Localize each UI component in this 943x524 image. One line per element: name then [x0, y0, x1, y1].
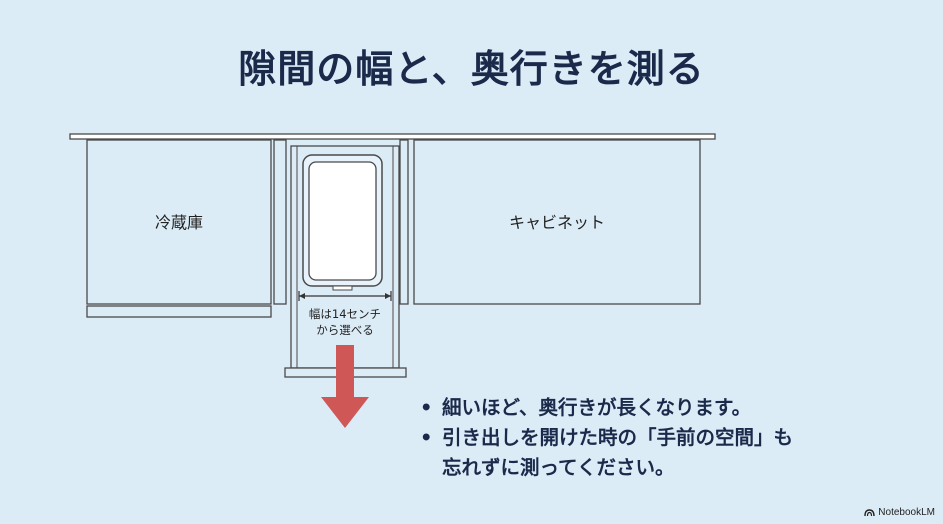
refrigerator-label: 冷蔵庫: [155, 213, 203, 232]
container-handle: [332, 285, 353, 291]
width-label-line1: 幅は14センチ: [309, 307, 381, 321]
refrigerator-base: [86, 305, 272, 318]
width-label-line2: から選べる: [316, 323, 374, 337]
brand-label: NotebookLM: [878, 507, 935, 518]
bullet-dot: •: [420, 396, 433, 419]
countertop: [69, 133, 716, 140]
note-item: • 引き出しを開けた時の「手前の空間」も: [420, 423, 793, 453]
bullet-dot: •: [420, 426, 433, 449]
cabinet: [413, 139, 701, 305]
pull-out-arrow: [321, 345, 369, 428]
note-text: 引き出しを開けた時の「手前の空間」も: [442, 426, 794, 449]
cabinet-label: キャビネット: [509, 213, 605, 232]
brand-watermark: NotebookLM: [864, 507, 935, 518]
note-text: 忘れずに測ってください。: [442, 456, 675, 479]
refrigerator: [86, 139, 272, 305]
note-list: • 細いほど、奥行きが長くなります。 • 引き出しを開けた時の「手前の空間」も …: [420, 393, 793, 483]
gap-wall-left: [273, 139, 287, 305]
notebooklm-logo-icon: [864, 509, 875, 517]
page-title: 隙間の幅と、奥行きを測る: [238, 47, 705, 91]
gap-wall-right: [399, 139, 409, 305]
note-item-continued: 忘れずに測ってください。: [420, 453, 793, 483]
note-item: • 細いほど、奥行きが長くなります。: [420, 393, 793, 423]
note-text: 細いほど、奥行きが長くなります。: [442, 396, 752, 419]
